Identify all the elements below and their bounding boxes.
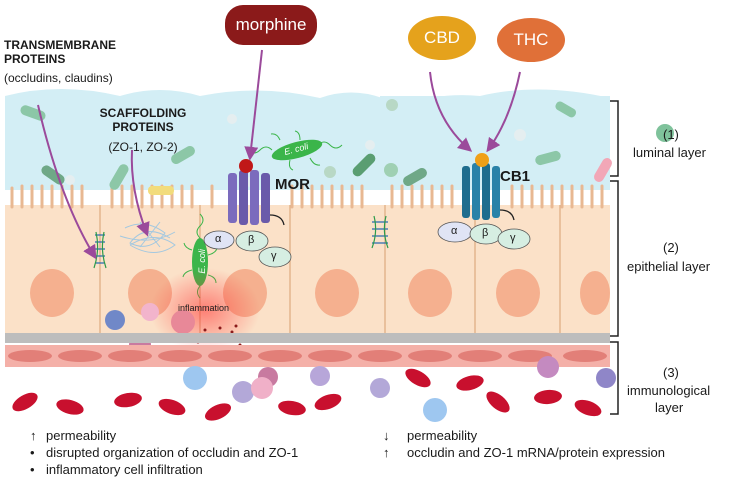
layer-brackets — [610, 100, 619, 415]
transmembrane-sub: (occludins, claudins) — [4, 71, 113, 85]
effect-left-line3: inflammatory cell infiltration — [46, 462, 203, 477]
immuno-layer-number: (3) — [663, 365, 679, 380]
gamma-cb1: γ — [510, 232, 516, 244]
transmembrane-title: TRANSMEMBRANE PROTEINS — [4, 38, 116, 67]
immuno-layer-name-2: layer — [655, 400, 684, 415]
mor-receptor — [228, 159, 285, 226]
scaffolding-title: SCAFFOLDING PROTEINS — [99, 106, 187, 135]
cb1-label: CB1 — [500, 168, 531, 185]
cbd-label: CBD — [408, 16, 476, 60]
inflammation-label: inflammation — [178, 303, 230, 313]
effect-right-line1: permeability — [407, 428, 478, 443]
lumen-bacteria — [20, 99, 674, 195]
tight-junction-right — [371, 215, 389, 249]
effects-right: ↓ permeability ↑ occludin and ZO-1 mRNA/pr… — [383, 427, 665, 461]
mor-label: MOR — [275, 176, 310, 193]
beta-mor: β — [248, 234, 255, 246]
scaffolding-sub: (ZO-1, ZO-2) — [108, 140, 178, 154]
blood-cells — [12, 356, 616, 422]
g-protein-mor — [203, 230, 292, 268]
epithelial-layer-number: (2) — [663, 240, 679, 255]
morphine-label: morphine — [225, 5, 317, 45]
gamma-mor: γ — [271, 250, 277, 262]
ecoli-lumen — [247, 130, 343, 171]
effect-left-line1: permeability — [46, 428, 117, 443]
effects-left: ↑ permeability • disrupted organization of… — [30, 427, 298, 478]
effect-left-line2: disrupted organization of occludin and Z… — [46, 445, 299, 460]
pointer-arrows — [37, 49, 521, 260]
ecoli-label-epithelium: E. coli — [196, 249, 207, 274]
bullet-dot: • — [30, 462, 35, 477]
beta-cb1: β — [482, 227, 489, 239]
increase-arrow: ↑ — [30, 428, 37, 443]
luminal-layer-name: luminal layer — [633, 145, 706, 160]
alpha-cb1: α — [451, 225, 458, 237]
g-protein-cb1 — [437, 221, 531, 250]
immunological-layer — [5, 345, 610, 367]
luminal-layer-number: (1) — [663, 127, 679, 142]
tight-junction-left — [93, 231, 107, 269]
effect-right-line2: occludin and ZO-1 mRNA/protein expressio… — [407, 445, 665, 460]
alpha-mor: α — [215, 233, 222, 245]
immuno-layer-name: immunological — [627, 383, 711, 398]
cb1-receptor — [462, 153, 515, 221]
epithelial-layer-name: epithelial layer — [627, 259, 711, 274]
decrease-arrow: ↓ — [383, 428, 390, 443]
basement-membrane — [5, 333, 610, 343]
thc-label: THC — [497, 18, 565, 62]
bullet-dot: • — [30, 445, 35, 460]
increase-arrow: ↑ — [383, 445, 390, 460]
